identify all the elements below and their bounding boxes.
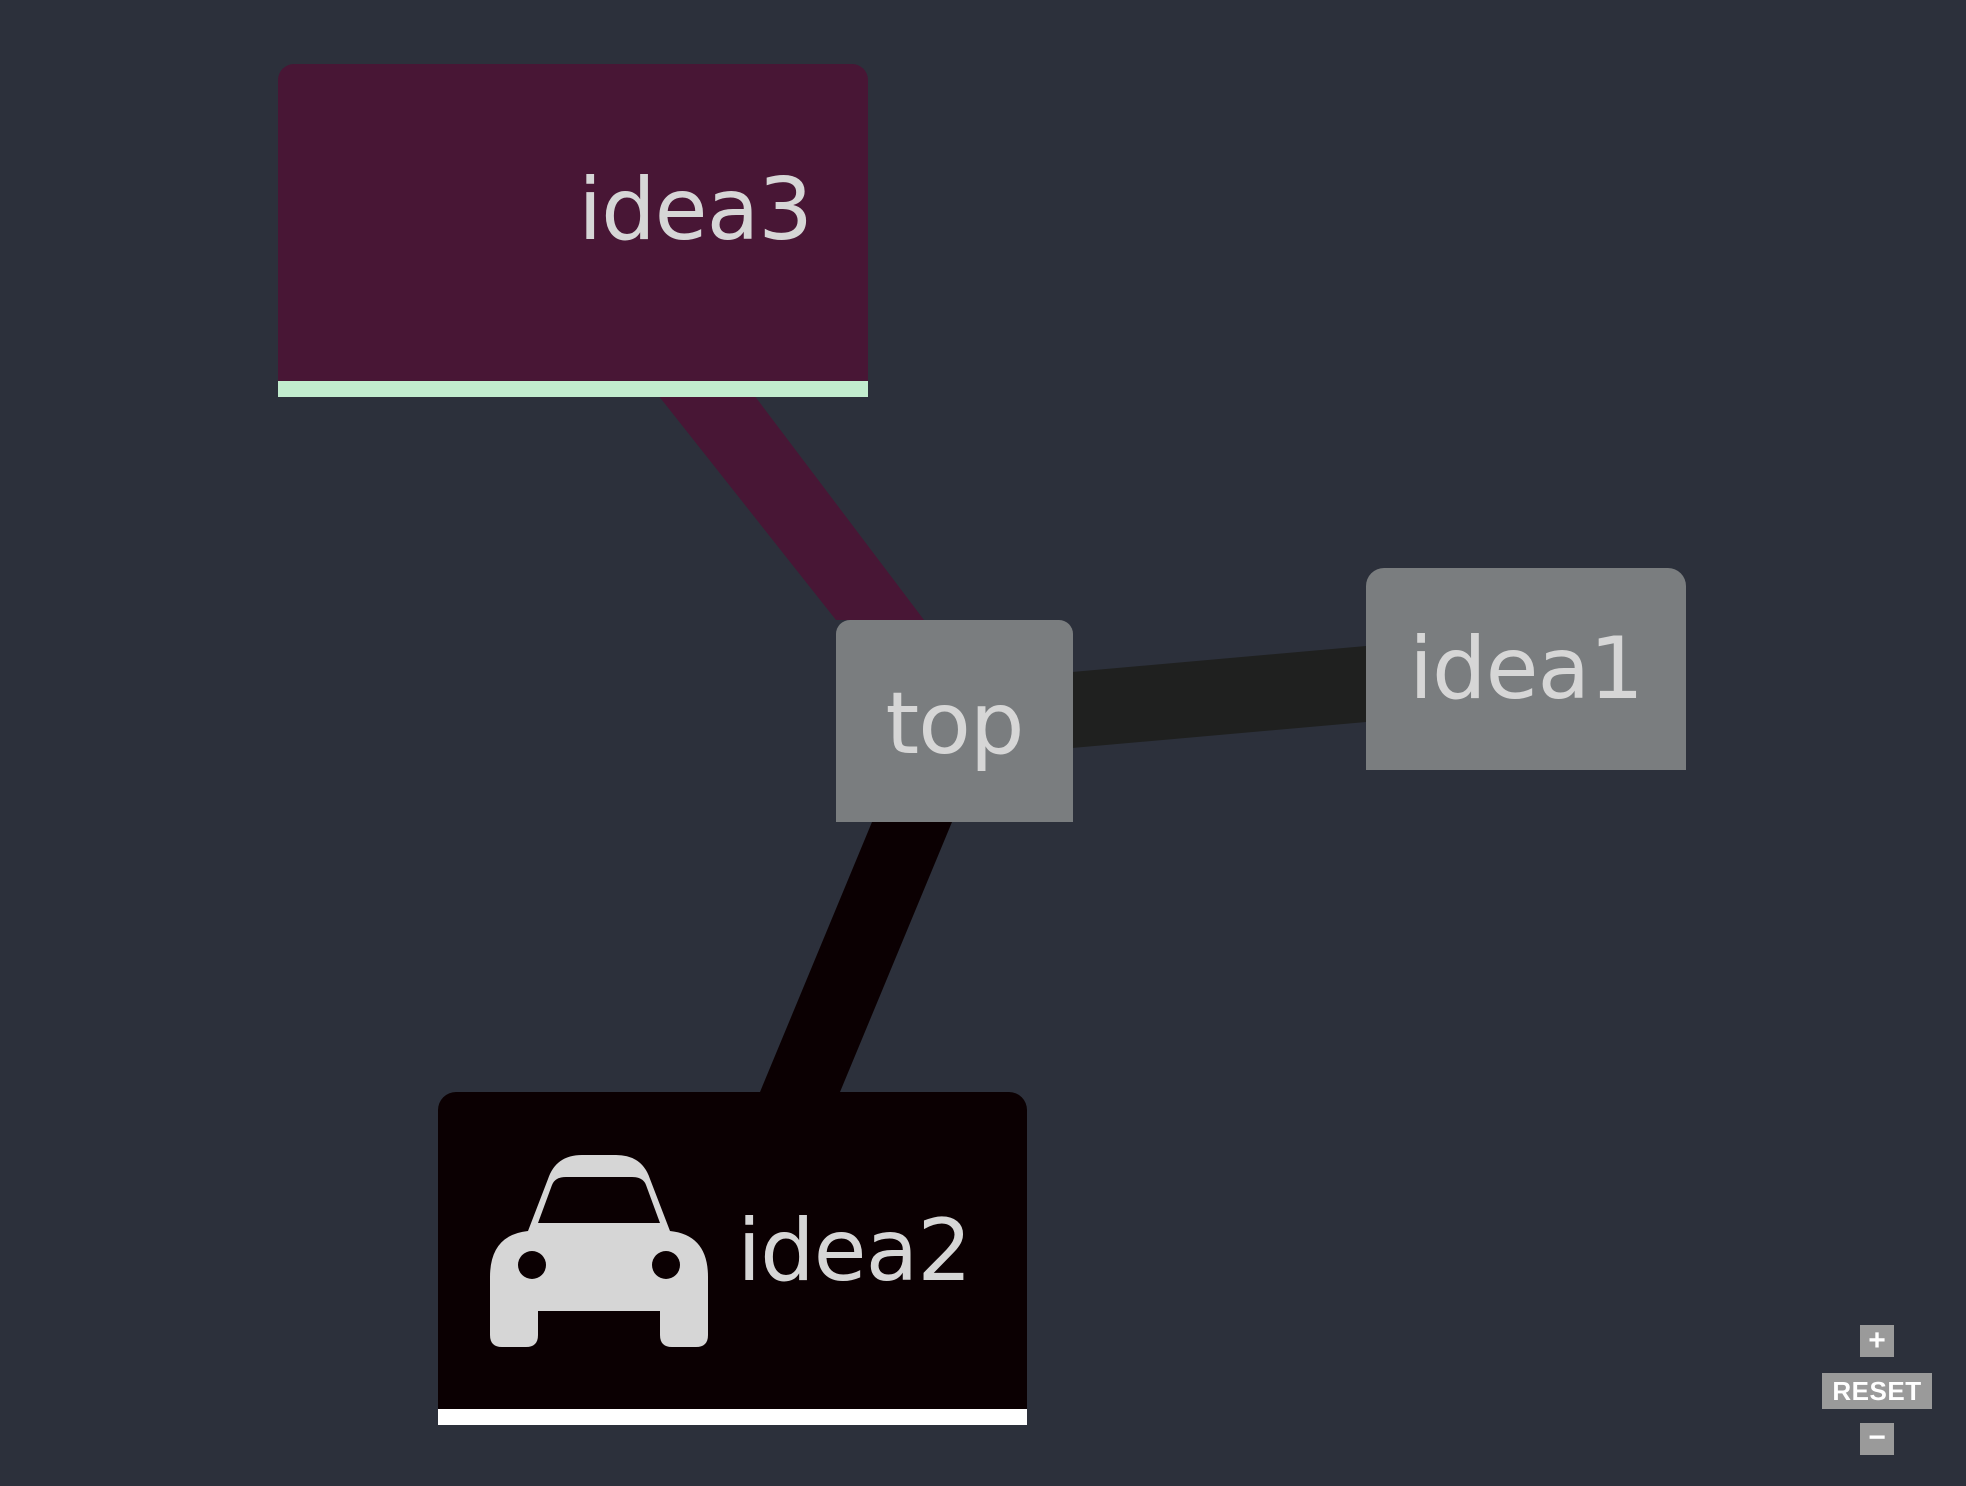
- link-top-idea1: [1072, 646, 1366, 748]
- node-top[interactable]: top: [836, 620, 1073, 822]
- node-idea3[interactable]: idea3: [278, 64, 868, 397]
- link-top-idea3: [658, 395, 924, 620]
- zoom-reset-button[interactable]: RESET: [1822, 1373, 1932, 1409]
- node-idea2[interactable]: idea2: [438, 1092, 1027, 1425]
- node-idea1-label: idea1: [1409, 619, 1644, 719]
- node-idea1[interactable]: idea1: [1366, 568, 1686, 770]
- zoom-out-button[interactable]: −: [1860, 1423, 1894, 1455]
- link-top-idea2: [760, 822, 952, 1092]
- zoom-in-button[interactable]: +: [1860, 1325, 1894, 1357]
- car-icon: [490, 1154, 708, 1347]
- zoom-controls: + RESET −: [1822, 1325, 1932, 1455]
- node-idea2-label: idea2: [737, 1200, 972, 1301]
- node-top-label: top: [885, 674, 1025, 774]
- node-idea3-label: idea3: [578, 159, 813, 260]
